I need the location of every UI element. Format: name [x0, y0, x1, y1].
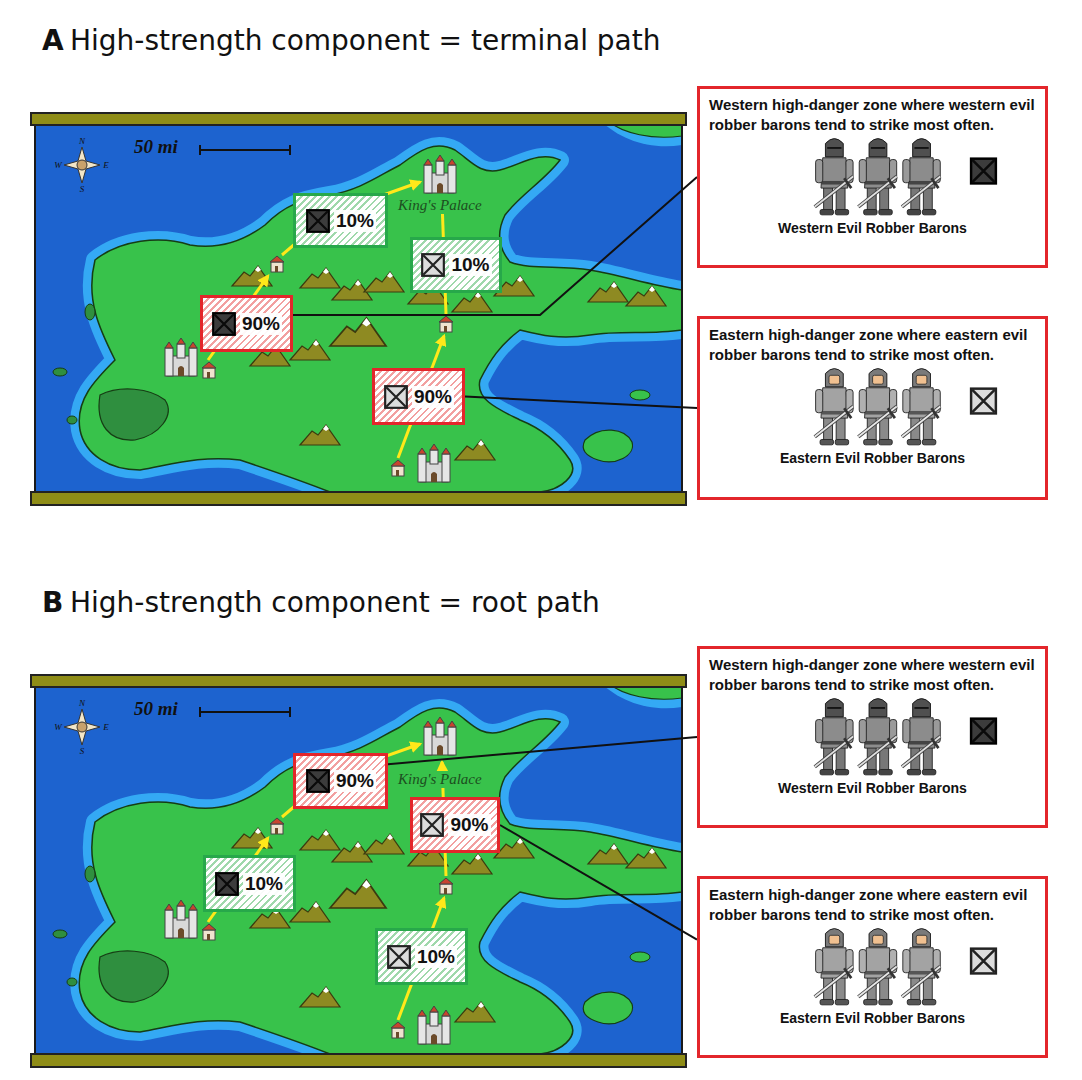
- knight-figure: [902, 369, 940, 445]
- map-panel-b: [31, 675, 686, 1067]
- callout-caption: Eastern Evil Robber Barons: [709, 450, 1036, 467]
- callout-description: Eastern high-danger zone where eastern e…: [709, 325, 1036, 364]
- high-danger-zone-box: 90%: [410, 797, 500, 853]
- zone-marker-icon: [383, 384, 409, 410]
- callout-description: Western high-danger zone where western e…: [709, 655, 1036, 694]
- leader-line: [500, 825, 697, 940]
- danger-percentage: 10%: [334, 210, 376, 232]
- knight-figure: [815, 139, 853, 215]
- zone-marker-icon: [213, 313, 235, 335]
- zone-marker-icon: [971, 719, 996, 744]
- panel-title: High-strength component = terminal path: [70, 24, 660, 57]
- callout-description: Western high-danger zone where western e…: [709, 95, 1036, 134]
- zone-marker-icon: [971, 389, 996, 414]
- knight-group: [709, 694, 1036, 778]
- knight-figure: [815, 699, 853, 775]
- zone-marker-icon: [211, 311, 237, 337]
- callout-caption: Eastern Evil Robber Barons: [709, 1010, 1036, 1027]
- callout-box: Western high-danger zone where western e…: [697, 86, 1048, 268]
- low-danger-zone-box: 10%: [293, 193, 388, 248]
- zone-marker-icon: [214, 871, 240, 897]
- knight-figure: [858, 139, 896, 215]
- callout-caption: Western Evil Robber Barons: [709, 780, 1036, 797]
- danger-percentage: 90%: [412, 386, 454, 408]
- danger-percentage: 90%: [334, 770, 376, 792]
- zone-marker-icon: [419, 812, 445, 838]
- high-danger-zone-box: 90%: [200, 295, 293, 352]
- high-danger-zone-box: 90%: [372, 368, 465, 425]
- zone-marker-icon: [385, 386, 407, 408]
- leader-lines: [293, 177, 697, 940]
- low-danger-zone-box: 10%: [203, 855, 296, 912]
- danger-percentage: 10%: [449, 254, 491, 276]
- knight-figure: [902, 929, 940, 1005]
- leader-line: [388, 737, 697, 764]
- callout-box: Eastern high-danger zone where eastern e…: [697, 876, 1048, 1058]
- leader-line: [465, 397, 697, 409]
- compass-letter: S: [80, 747, 85, 756]
- zone-marker-icon: [216, 873, 238, 895]
- danger-percentage: 10%: [415, 946, 457, 968]
- scale-label: 50 mi: [134, 698, 178, 720]
- panel-title: High-strength component = root path: [70, 586, 600, 619]
- knight-figure: [815, 929, 853, 1005]
- knight-figure: [858, 369, 896, 445]
- zone-marker-icon: [420, 252, 446, 278]
- place-name: King's Palace: [396, 771, 484, 788]
- zone-marker-icon: [386, 944, 412, 970]
- compass-letter: E: [103, 723, 109, 732]
- callout-box: Eastern high-danger zone where eastern e…: [697, 316, 1048, 500]
- zone-marker-icon: [423, 254, 445, 276]
- compass-letter: W: [54, 723, 62, 732]
- knight-figure: [858, 699, 896, 775]
- compass-letter: E: [103, 161, 109, 170]
- leader-line: [293, 177, 697, 315]
- callout-description: Eastern high-danger zone where eastern e…: [709, 885, 1036, 924]
- low-danger-zone-box: 10%: [410, 237, 502, 293]
- knight-figure: [902, 699, 940, 775]
- knight-group: [709, 924, 1036, 1008]
- panel-letter: A: [42, 24, 64, 57]
- danger-percentage: 10%: [243, 873, 285, 895]
- knight-group: [709, 134, 1036, 218]
- high-danger-zone-box: 90%: [293, 753, 388, 809]
- zone-marker-icon: [422, 814, 444, 836]
- callout-box: Western high-danger zone where western e…: [697, 646, 1048, 828]
- callout-caption: Western Evil Robber Barons: [709, 220, 1036, 237]
- zone-marker-icon: [388, 946, 410, 968]
- compass-letter: N: [79, 137, 85, 146]
- zone-marker-icon: [307, 210, 329, 232]
- zone-marker-icon: [307, 770, 329, 792]
- knight-figure: [902, 139, 940, 215]
- zone-marker-icon: [305, 208, 331, 234]
- map-panel-a: [31, 113, 686, 505]
- panel-letter: B: [42, 586, 63, 619]
- zone-marker-icon: [971, 949, 996, 974]
- compass-letter: N: [79, 699, 85, 708]
- knight-figure: [815, 369, 853, 445]
- compass-letter: W: [54, 161, 62, 170]
- danger-percentage: 90%: [240, 313, 282, 335]
- knight-figure: [858, 929, 896, 1005]
- low-danger-zone-box: 10%: [375, 928, 468, 985]
- zone-marker-icon: [305, 768, 331, 794]
- scale-label: 50 mi: [134, 136, 178, 158]
- place-name: King's Palace: [396, 197, 484, 214]
- knight-group: [709, 364, 1036, 448]
- compass-letter: S: [80, 185, 85, 194]
- zone-marker-icon: [971, 159, 996, 184]
- danger-percentage: 90%: [448, 814, 490, 836]
